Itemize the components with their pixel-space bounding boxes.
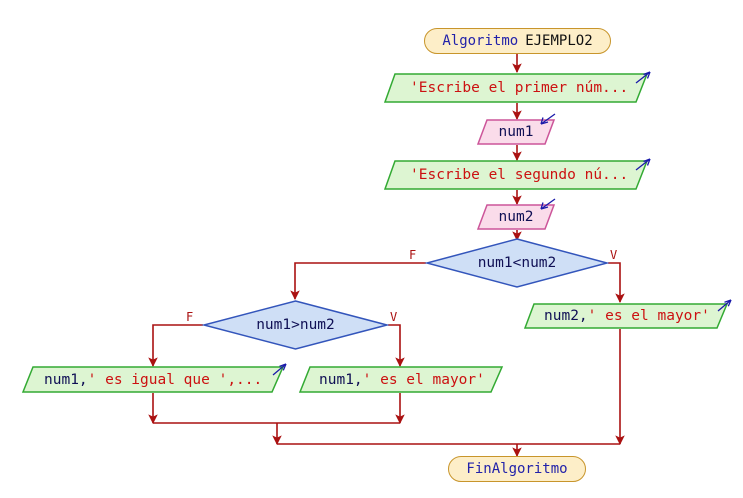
output-prompt-second[interactable]: 'Escribe el segundo nú...	[383, 158, 651, 190]
output-prompt-first[interactable]: 'Escribe el primer núm...	[383, 71, 651, 103]
input-num1-label: num1	[498, 124, 534, 140]
output-equal-var: num1	[44, 371, 79, 388]
output-num1-is-greater-label: num1,' es el mayor'	[299, 366, 523, 393]
decision-num1-lt-num2-false-label: F	[409, 248, 417, 262]
decision-num1-lt-num2-label: num1<num2	[477, 255, 557, 271]
decision-num1-lt-num2-true-label: V	[610, 248, 618, 262]
input-num2-label: num2	[498, 209, 534, 225]
output-num1-is-greater[interactable]: num1,' es el mayor'	[298, 366, 504, 393]
decision-num1-gt-num2[interactable]: num1>num2	[201, 300, 390, 350]
output-equal-comma: ,	[78, 371, 88, 388]
output-num1-literal: ' es el mayor'	[362, 371, 485, 388]
output-numbers-equal[interactable]: num1,' es igual que ',...	[21, 363, 287, 393]
decision-num1-gt-num2-false-label: F	[186, 310, 194, 324]
start-terminator[interactable]: Algoritmo EJEMPLO2	[424, 28, 611, 54]
decision-num1-gt-num2-label: num1>num2	[256, 317, 335, 333]
output-num2-is-greater[interactable]: num2,' es el mayor'	[523, 299, 732, 329]
output-num1-comma: ,	[353, 371, 363, 388]
end-label: FinAlgoritmo	[466, 461, 568, 477]
decision-num1-gt-num2-true-label: V	[390, 310, 398, 324]
output-num2-is-greater-label: num2,' es el mayor'	[524, 303, 743, 329]
output-numbers-equal-label: num1,' es igual que ',...	[22, 366, 306, 393]
output-equal-literal: ' es igual que ',...	[87, 371, 263, 388]
input-num2[interactable]: num2	[476, 198, 556, 230]
end-terminator[interactable]: FinAlgoritmo	[448, 456, 586, 482]
start-keyword: Algoritmo	[442, 33, 519, 49]
output-prompt-second-label: 'Escribe el segundo nú...	[410, 167, 629, 183]
output-num2-comma: ,	[578, 308, 588, 324]
output-num2-var: num2	[544, 308, 579, 324]
input-num1[interactable]: num1	[476, 113, 556, 145]
start-identifier: EJEMPLO2	[525, 33, 593, 49]
output-num1-var: num1	[319, 371, 354, 388]
output-num2-literal: ' es el mayor'	[587, 308, 710, 324]
decision-num1-lt-num2[interactable]: num1<num2	[424, 238, 610, 288]
output-prompt-first-label: 'Escribe el primer núm...	[410, 80, 629, 96]
